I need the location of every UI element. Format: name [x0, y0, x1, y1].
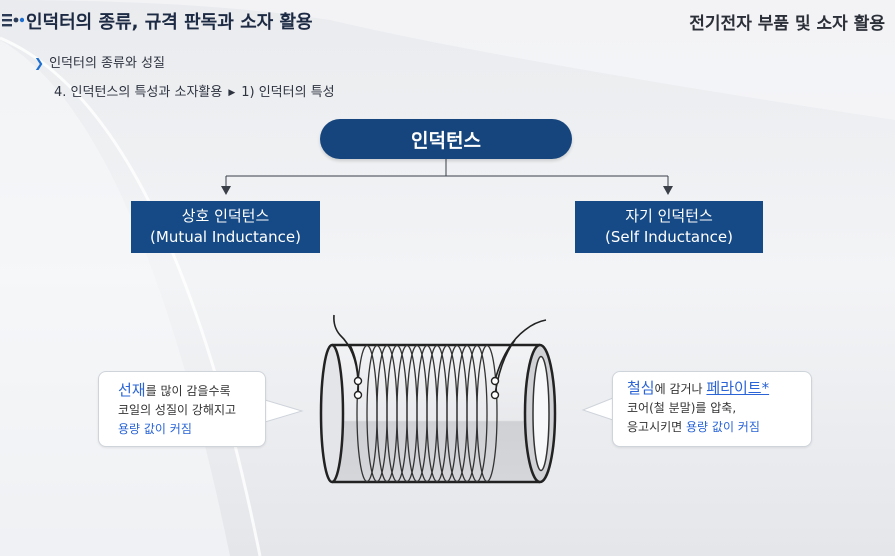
chevron-right-icon: ❯: [34, 56, 45, 70]
header: 인덕터의 종류, 규격 판독과 소자 활용 전기전자 부품 및 소자 활용: [0, 0, 895, 40]
menu-lines-icon: [2, 14, 24, 27]
callout-right-line-2: 코어(철 분말)를 압축,: [627, 401, 737, 415]
callout-right-line-3: 응고시키면 용량 값이 커짐: [627, 420, 760, 434]
course-title: 전기전자 부품 및 소자 활용: [689, 14, 885, 34]
node-mutual-title: 상호 인덕턴스: [181, 207, 270, 225]
node-self-inductance: 자기 인덕턴스 (Self Inductance): [575, 201, 763, 253]
breadcrumb-part-2: 1) 인덕터의 특성: [241, 85, 335, 100]
breadcrumb: 4. 인덕턴스의 특성과 소자활용 ▶ 1) 인덕터의 특성: [54, 81, 335, 100]
node-mutual-subtitle: (Mutual Inductance): [150, 228, 301, 246]
root-node-inductance: 인덕턴스: [320, 119, 572, 159]
keyword-ferrite-link[interactable]: 페라이트*: [706, 379, 770, 397]
callout-left-line-1: 선재를 많이 감을수록: [118, 381, 231, 399]
arrow-down-icon: [663, 186, 673, 195]
callout-left-line-3: 용량 값이 커짐: [118, 422, 192, 436]
node-self-subtitle: (Self Inductance): [605, 228, 733, 246]
callout-wire-turns: 선재를 많이 감을수록 코일의 성질이 강해지고 용량 값이 커짐: [98, 371, 266, 447]
section-label: 인덕터의 종류와 성질: [49, 56, 165, 71]
node-mutual-inductance: 상호 인덕턴스 (Mutual Inductance): [131, 201, 320, 253]
keyword-iron-core: 철심: [627, 379, 655, 397]
breadcrumb-part-1: 4. 인덕턴스의 특성과 소자활용: [54, 85, 223, 100]
page-title: 인덕터의 종류, 규격 판독과 소자 활용: [26, 12, 313, 33]
node-self-title: 자기 인덕턴스: [625, 207, 713, 225]
triangle-right-icon: ▶: [228, 88, 236, 98]
callout-left-line-2: 코일의 성질이 강해지고: [118, 403, 237, 417]
callout-core-material: 철심에 감거나 페라이트* 코어(철 분말)를 압축, 응고시키면 용량 값이 …: [612, 371, 812, 447]
keyword-wire: 선재: [118, 381, 146, 399]
arrow-down-icon: [221, 186, 231, 195]
callout-right-line-1: 철심에 감거나 페라이트*: [627, 379, 770, 397]
section-heading: ❯ 인덕터의 종류와 성질: [34, 52, 165, 71]
